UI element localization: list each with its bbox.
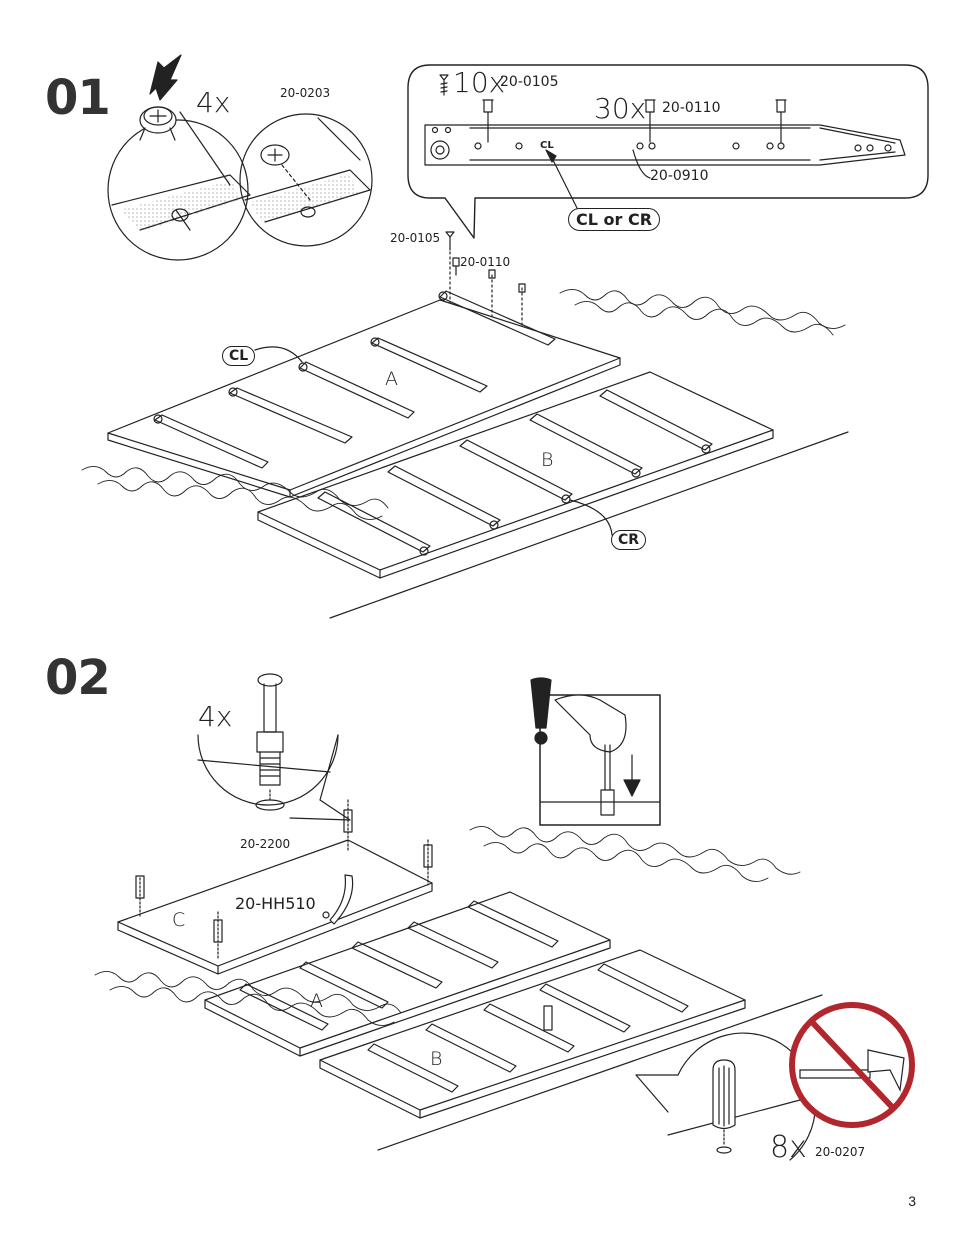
page-number: 3 — [908, 1193, 916, 1209]
cl-badge: CL — [222, 346, 256, 366]
dowel-quantity: 8x — [770, 1130, 807, 1165]
step-number: 01 — [45, 70, 111, 126]
rail-side-label: CL — [540, 140, 554, 151]
panel-b-label-step2: B — [430, 1048, 443, 1070]
cam-lock-quantity: 4x — [196, 86, 231, 119]
cam-lock-part-number: 20-0203 — [280, 86, 331, 100]
screw-quantity: 10x — [453, 66, 506, 99]
no-hammer-icon — [789, 1002, 915, 1128]
screwdriver-detail-box — [530, 677, 661, 826]
panel-b-drawing — [257, 371, 774, 579]
handle-part-number: 20-HH510 — [235, 894, 316, 913]
bolt-part-number-step2: 20-2200 — [240, 837, 291, 851]
rail-detail-box — [407, 64, 929, 239]
rail-choice-badge: CL or CR — [568, 208, 661, 231]
assembly-screw-part: 20-0105 — [390, 231, 441, 245]
step-number: 02 — [45, 650, 111, 706]
panel-b-label: B — [541, 449, 554, 471]
panel-c-label: C — [172, 909, 186, 931]
cr-badge: CR — [611, 530, 647, 550]
bolt-magnifier — [197, 673, 351, 821]
panel-a-label: A — [385, 368, 398, 390]
dowel-part-number: 20-0207 — [815, 1145, 866, 1159]
floor-line — [329, 431, 849, 619]
rail-part-number: 20-0910 — [650, 168, 709, 184]
cam-lock-magnifier — [107, 106, 251, 261]
assembly-bolt-part: 20-0110 — [460, 255, 511, 269]
panel-b-step2-drawing — [319, 949, 746, 1119]
cam-lock-installed-magnifier — [239, 113, 373, 247]
floor-line-step2 — [377, 994, 823, 1151]
dowel-magnifier — [635, 1032, 816, 1161]
bolt-quantity-step2: 4x — [198, 700, 233, 733]
bolt-quantity: 30x — [594, 92, 647, 125]
screw-part-number: 20-0105 — [500, 74, 559, 90]
panel-a-step2-drawing — [204, 891, 611, 1057]
panel-c-drawing — [117, 799, 433, 975]
panel-a-label-step2: A — [310, 990, 323, 1012]
bolt-part-number: 20-0110 — [662, 100, 721, 116]
push-arrow-icon — [149, 54, 182, 101]
